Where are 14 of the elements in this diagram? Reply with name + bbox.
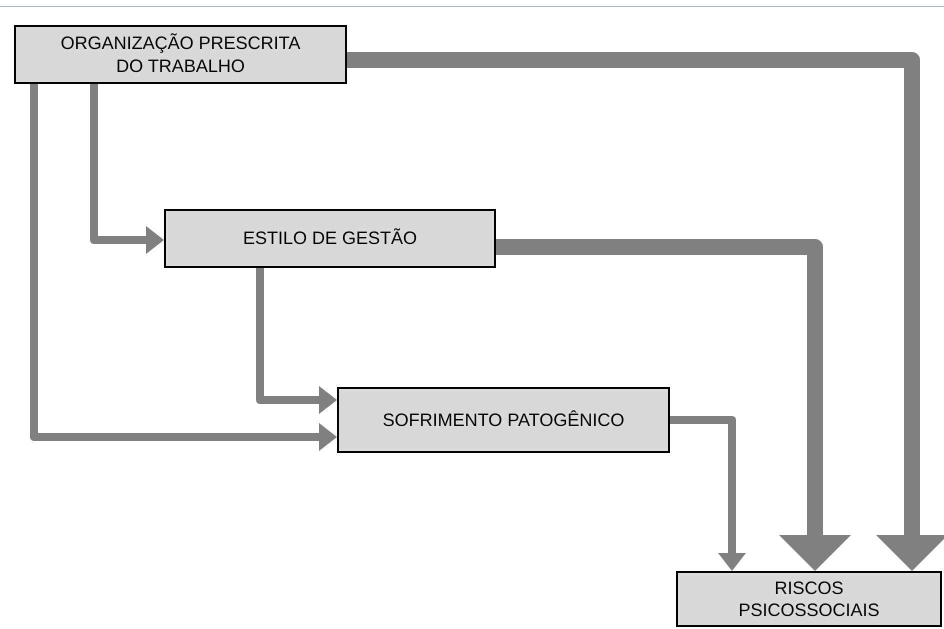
- process-box: [164, 209, 496, 268]
- arrow: [30, 84, 337, 451]
- arrow: [90, 84, 164, 254]
- arrow: [496, 239, 851, 571]
- arrow: [256, 268, 337, 414]
- process-box: [676, 571, 942, 627]
- process-box: [14, 25, 347, 84]
- box-label: ORGANIZAÇÃO PRESCRITA DO TRABALHO: [60, 32, 302, 77]
- box-label: ESTILO DE GESTÃO: [242, 227, 418, 250]
- box-label: SOFRIMENTO PATOGÊNICO: [382, 408, 624, 432]
- process-box: [337, 387, 670, 453]
- box-label: RISCOS PSICOSSOCIAIS: [737, 576, 881, 622]
- arrow: [347, 52, 944, 571]
- arrow: [670, 416, 746, 571]
